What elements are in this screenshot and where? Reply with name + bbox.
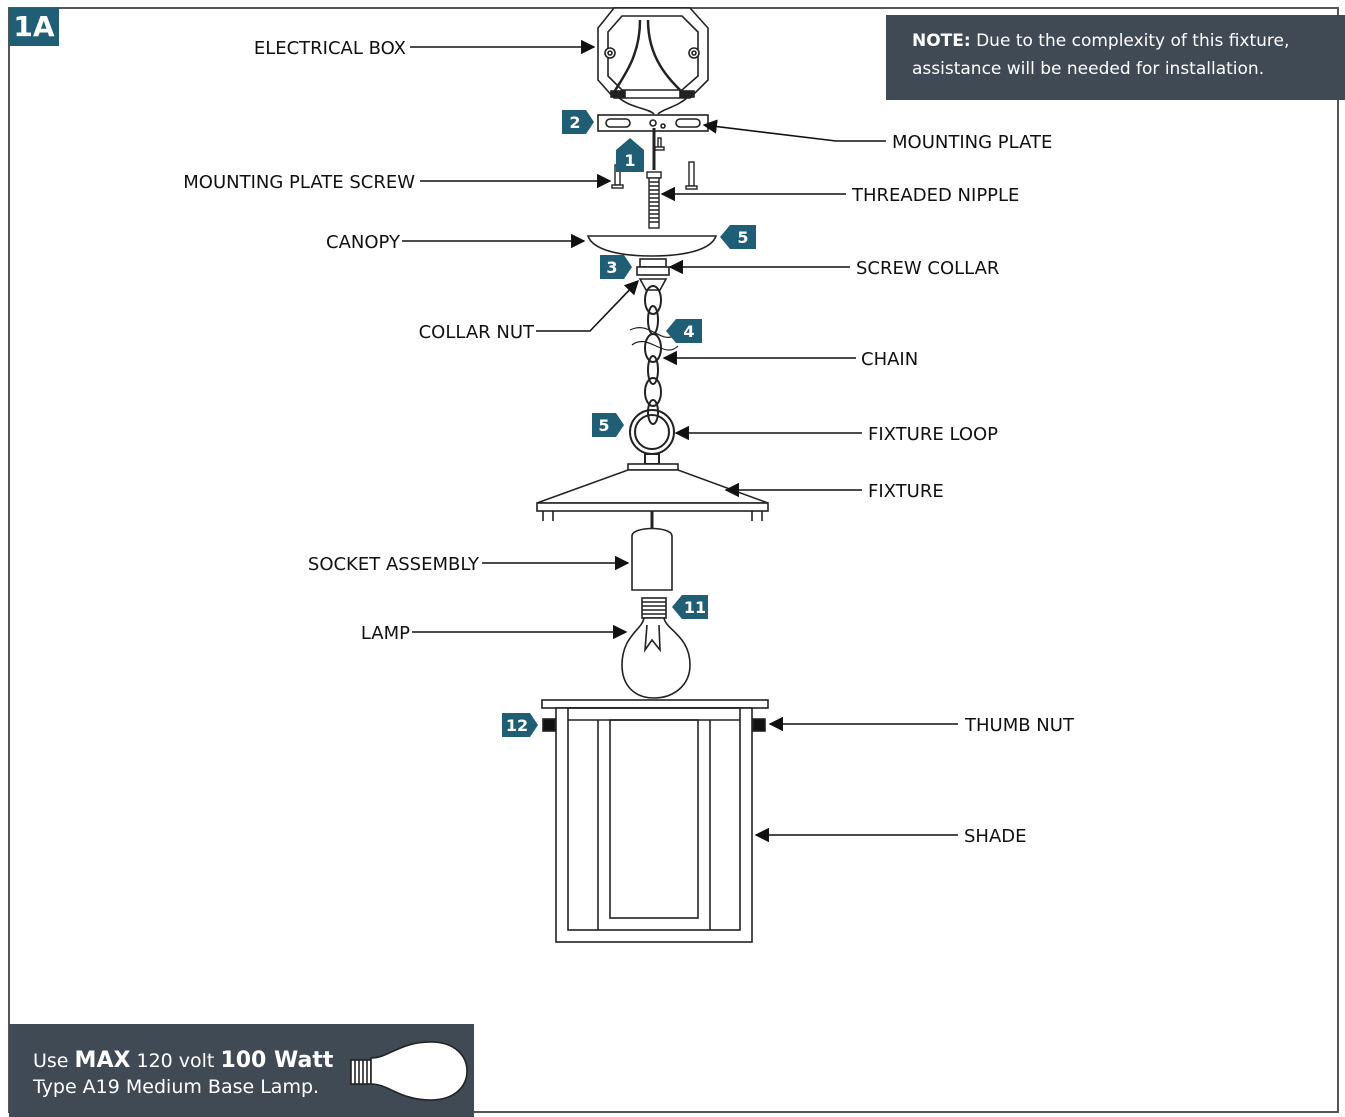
svg-text:MOUNTING PLATE: MOUNTING PLATE [892,132,1052,153]
label-thumb-nut: THUMB NUT [768,715,1075,736]
label-fixture-loop: FIXTURE LOOP [674,424,998,445]
svg-text:SOCKET ASSEMBLY: SOCKET ASSEMBLY [308,554,480,575]
label-screw-collar: SCREW COLLAR [668,258,999,279]
svg-text:FIXTURE LOOP: FIXTURE LOOP [868,424,998,445]
label-mounting-plate: MOUNTING PLATE [702,119,1052,153]
label-canopy: CANOPY [326,232,586,253]
lamp-part [621,597,691,699]
svg-text:3: 3 [606,258,617,277]
fixture-part [536,463,769,528]
canopy-part [586,235,718,257]
label-lamp: LAMP [361,623,628,644]
svg-text:1: 1 [624,151,635,170]
label-chain: CHAIN [662,349,918,370]
svg-text:2: 2 [569,113,580,132]
svg-text:12: 12 [506,716,528,735]
shade-part [541,699,769,943]
step-badge-lamp: 11 [672,595,708,619]
svg-text:CHAIN: CHAIN [861,349,918,370]
svg-text:THREADED NIPPLE: THREADED NIPPLE [851,185,1019,206]
step-badge-chain: 4 [666,319,702,343]
label-mounting-plate-screw: MOUNTING PLATE SCREW [183,172,612,193]
svg-text:MOUNTING PLATE SCREW: MOUNTING PLATE SCREW [183,172,415,193]
lamp-spec-max: MAX [74,1048,131,1073]
label-fixture: FIXTURE [724,481,944,502]
svg-text:LAMP: LAMP [361,623,410,644]
label-electrical-box: ELECTRICAL BOX [254,38,596,59]
lamp-spec-use: Use [33,1050,69,1072]
mounting-plate-screws [611,137,698,190]
figure-id-badge: 1A [9,8,59,46]
label-collar-nut: COLLAR NUT [419,279,639,343]
label-threaded-nipple: THREADED NIPPLE [660,185,1019,206]
fixture-loop-part [629,409,675,465]
svg-text:COLLAR NUT: COLLAR NUT [419,322,535,343]
svg-text:FIXTURE: FIXTURE [868,481,944,502]
step-badge-nipple: 1 [616,138,644,172]
svg-text:SHADE: SHADE [964,826,1027,847]
threaded-nipple-part [646,128,662,229]
label-socket-assembly: SOCKET ASSEMBLY [308,554,630,575]
step-badge-canopy: 5 [720,225,756,249]
svg-text:THUMB NUT: THUMB NUT [964,715,1075,736]
svg-text:ELECTRICAL BOX: ELECTRICAL BOX [254,38,406,59]
note-text-1: Due to the complexity of this fixture, [976,31,1290,51]
chain-part [629,285,679,425]
step-badge-thumb-nut: 12 [502,713,538,737]
step-badge-collar: 3 [600,255,632,279]
lamp-spec-watt: 100 Watt [220,1048,334,1073]
lamp-spec-line2: Type A19 Medium Base Lamp. [33,1076,320,1098]
note-label: NOTE: [912,31,971,51]
note-text-2: assistance will be needed for installati… [912,59,1265,79]
step-badge-loop: 5 [592,413,624,437]
step-badge-mounting-plate: 2 [562,110,594,134]
svg-text:11: 11 [684,598,706,617]
lamp-spec-panel: Use MAX 120 volt 100 Watt Type A19 Mediu… [9,1024,474,1117]
svg-text:CANOPY: CANOPY [326,232,401,253]
lightbulb-icon [350,1041,468,1101]
svg-text:4: 4 [683,322,694,341]
svg-text:5: 5 [737,228,748,247]
note-panel: NOTE: Due to the complexity of this fixt… [886,15,1345,100]
socket-assembly-part [631,527,673,591]
svg-text:SCREW COLLAR: SCREW COLLAR [856,258,999,279]
svg-text:5: 5 [598,416,609,435]
electrical-box-part [597,7,709,115]
lamp-spec-volt: 120 volt [136,1050,215,1072]
label-shade: SHADE [754,826,1027,847]
